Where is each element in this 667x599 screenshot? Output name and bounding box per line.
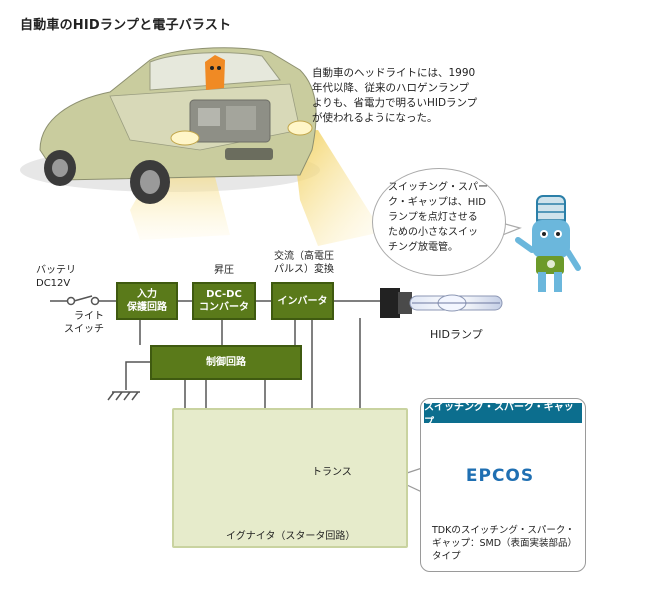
block-line: DC-DC bbox=[206, 289, 242, 300]
block-line: コンバータ bbox=[199, 302, 249, 313]
right-beam bbox=[292, 130, 382, 246]
switch-label: ライト スイッチ bbox=[64, 310, 104, 336]
boost-label: 昇圧 bbox=[214, 265, 234, 276]
battery-label-line: バッテリ bbox=[36, 265, 76, 276]
dcdc-converter-block: DC-DC コンバータ bbox=[192, 282, 256, 320]
switch-contact-a bbox=[66, 296, 76, 306]
spark-gap-panel bbox=[420, 398, 586, 572]
speech-line: ク・ギャップは、HID bbox=[388, 197, 486, 208]
control-circuit-block: 制御回路 bbox=[150, 345, 302, 380]
battery-label: バッテリ DC12V bbox=[36, 264, 76, 290]
switch-label-line: ライト bbox=[74, 311, 104, 322]
igniter-label: イグナイタ（スタータ回路） bbox=[226, 531, 356, 542]
spark-gap-caption: TDKのスイッチング・スパーク・ ギャップ：SMD（表面実装部品） タイプ bbox=[432, 524, 577, 563]
ac-label-line: パルス）変換 bbox=[274, 264, 334, 275]
right-headlight bbox=[287, 120, 313, 136]
mascot-character bbox=[515, 195, 581, 292]
switch-label-line: スイッチ bbox=[64, 324, 104, 335]
speech-line: ランプを点灯させる bbox=[388, 212, 478, 223]
transformer-label: トランス bbox=[312, 467, 352, 478]
speech-text: スイッチング・スパー ク・ギャップは、HID ランプを点灯させる ための小さなス… bbox=[388, 180, 488, 255]
intro-line: が使われるようになった。 bbox=[312, 112, 438, 124]
igniter-panel bbox=[172, 408, 408, 548]
switch-contact-b bbox=[90, 296, 100, 306]
spark-gap-header: スイッチング・スパーク・ギャップ bbox=[424, 402, 582, 428]
hid-lamp-label: HIDランプ bbox=[430, 328, 483, 341]
input-protection-block: 入力保護回路 bbox=[116, 282, 178, 320]
intro-note: 自動車のヘッドライトには、1990 年代以降、従来のハロゲンランプ よりも、省電… bbox=[312, 66, 477, 126]
ac-conversion-label: 交流（高電圧 パルス）変換 bbox=[274, 250, 334, 276]
intro-line: 年代以降、従来のハロゲンランプ bbox=[312, 82, 470, 94]
battery-label-line: DC12V bbox=[36, 278, 71, 289]
block-line: 保護回路 bbox=[127, 302, 167, 313]
intro-line: 自動車のヘッドライトには、1990 bbox=[312, 67, 476, 79]
speech-line: チング放電管。 bbox=[388, 242, 458, 253]
hid-lamp-illustration bbox=[380, 288, 503, 318]
intro-line: よりも、省電力で明るいHIDランプ bbox=[312, 97, 478, 109]
diagram-title: 自動車のHIDランプと電子バラスト bbox=[20, 18, 232, 33]
caption-line: TDKのスイッチング・スパーク・ bbox=[432, 525, 575, 536]
car-grille bbox=[225, 148, 273, 160]
speech-line: ための小さなスイッ bbox=[388, 227, 478, 238]
inverter-block: インバータ bbox=[271, 282, 334, 320]
caption-line: ギャップ：SMD（表面実装部品） bbox=[432, 538, 578, 549]
ac-label-line: 交流（高電圧 bbox=[274, 251, 334, 262]
epcos-brand: EPCOS bbox=[465, 466, 535, 486]
driver-character bbox=[205, 55, 225, 90]
block-line: 入力 bbox=[137, 289, 157, 300]
left-headlight bbox=[170, 130, 200, 146]
speech-bubble bbox=[372, 168, 506, 276]
speech-line: スイッチング・スパー bbox=[388, 182, 488, 193]
caption-line: タイプ bbox=[432, 551, 461, 562]
